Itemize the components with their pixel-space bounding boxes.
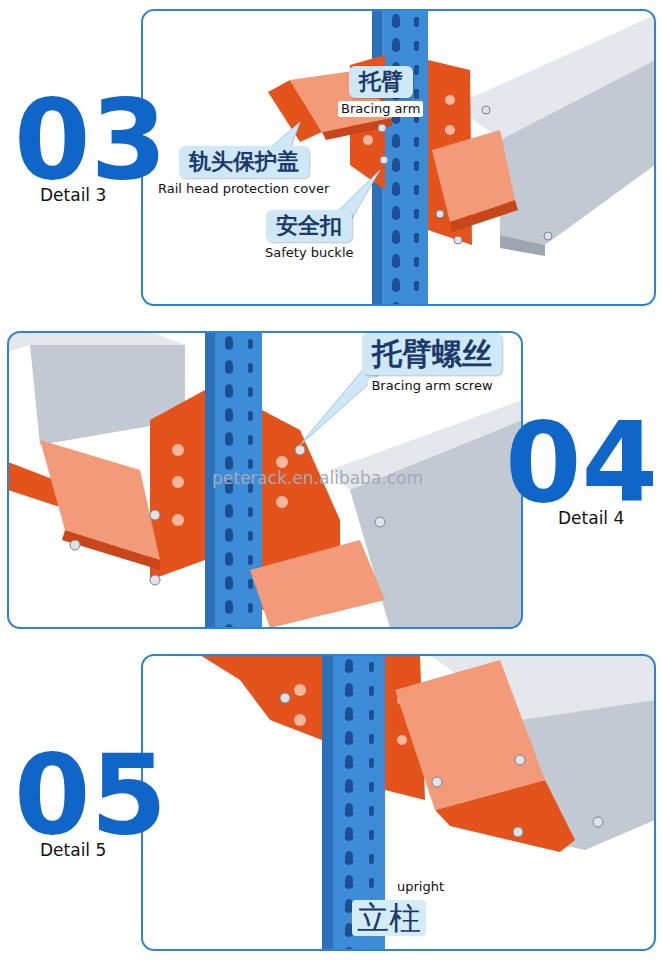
- detail-5-drawing: [593, 817, 603, 827]
- detail-3-drawing: [500, 60, 655, 245]
- detail-3-drawing: [378, 106, 552, 244]
- detail-4-drawing: [276, 456, 288, 468]
- detail-3-drawing: [372, 10, 428, 305]
- detail-3-drawing: [482, 106, 490, 114]
- panel-borders: [8, 332, 522, 628]
- panel-backgrounds: [8, 332, 522, 628]
- panel-backgrounds: [142, 655, 655, 950]
- callout-label: 安全扣: [266, 210, 352, 242]
- callout: 轨头保护盖 Rail head protection cover: [155, 146, 332, 197]
- detail-5-drawing: [294, 714, 306, 726]
- detail-5-drawing: [280, 693, 603, 837]
- detail-number: 05: [14, 740, 167, 850]
- detail-5-drawing: [294, 684, 306, 696]
- callout-caption: Safety buckle: [262, 245, 357, 262]
- detail-number: 04: [505, 408, 658, 518]
- callout-label: 轨头保护盖: [179, 146, 309, 178]
- detail-4-drawing: [172, 476, 184, 488]
- detail-4-drawing: [8, 332, 522, 628]
- detail-5-drawing: [513, 827, 523, 837]
- panel-backgrounds: [142, 10, 655, 305]
- detail-5-drawing: [280, 693, 290, 703]
- part-label: 立柱: [352, 900, 426, 936]
- detail-4-drawing: [150, 575, 160, 585]
- detail-3-drawing: [445, 95, 455, 105]
- detail-3-drawing: [322, 118, 392, 140]
- detail-4-drawing: [172, 444, 184, 456]
- detail-3-drawing: [450, 200, 518, 232]
- detail-4-drawing: [62, 530, 160, 570]
- detail-4-drawing: [70, 540, 80, 550]
- panel-borders: [142, 10, 655, 305]
- detail-5-drawing: [397, 735, 407, 745]
- callout-caption: Rail head protection cover: [155, 181, 332, 198]
- detail-label: Detail 3: [40, 187, 106, 204]
- detail-3-drawing: [454, 236, 462, 244]
- detail-4-drawing: [172, 514, 184, 526]
- detail-4-drawing: [295, 445, 305, 455]
- callout-caption: Bracing arm: [338, 101, 423, 118]
- detail-5-drawing: [395, 660, 545, 810]
- detail-label: Detail 5: [40, 842, 106, 859]
- detail-3-drawing: [436, 210, 444, 218]
- part-label: upright: [392, 878, 449, 895]
- callout-caption: Bracing arm screw: [368, 378, 495, 395]
- watermark: peterack.en.alibaba.com: [212, 470, 423, 487]
- detail-5-drawing: [200, 655, 655, 950]
- detail-number: 03: [14, 85, 167, 195]
- detail-3-drawing: [445, 125, 455, 135]
- detail-3-drawing: [544, 232, 552, 240]
- detail-3-drawing: [378, 124, 386, 132]
- callout: 安全扣 Safety buckle: [262, 210, 357, 261]
- detail-4-drawing: [150, 390, 205, 580]
- detail-3-drawing: [363, 135, 373, 145]
- detail-4-drawing: [150, 510, 160, 520]
- detail-4-drawing: [70, 445, 385, 585]
- detail-5-drawing: [515, 755, 525, 765]
- detail-label: Detail 4: [558, 510, 624, 527]
- detail-4-drawing: [375, 517, 385, 527]
- callout-label: 托臂: [349, 66, 413, 98]
- detail-5-drawing: [200, 655, 322, 740]
- detail-5-drawing: [432, 777, 442, 787]
- callout: 托臂 Bracing arm: [338, 66, 423, 117]
- detail-3-drawing: [380, 156, 388, 164]
- detail-3-drawing: [500, 235, 545, 256]
- panel-borders: [142, 655, 655, 950]
- detail-4-drawing: [276, 496, 288, 508]
- detail-4-drawing: [250, 540, 385, 628]
- detail-3-drawing: [372, 10, 428, 305]
- callout-label: 托臂螺丝: [362, 333, 502, 375]
- callout: 托臂螺丝 Bracing arm screw: [362, 333, 502, 394]
